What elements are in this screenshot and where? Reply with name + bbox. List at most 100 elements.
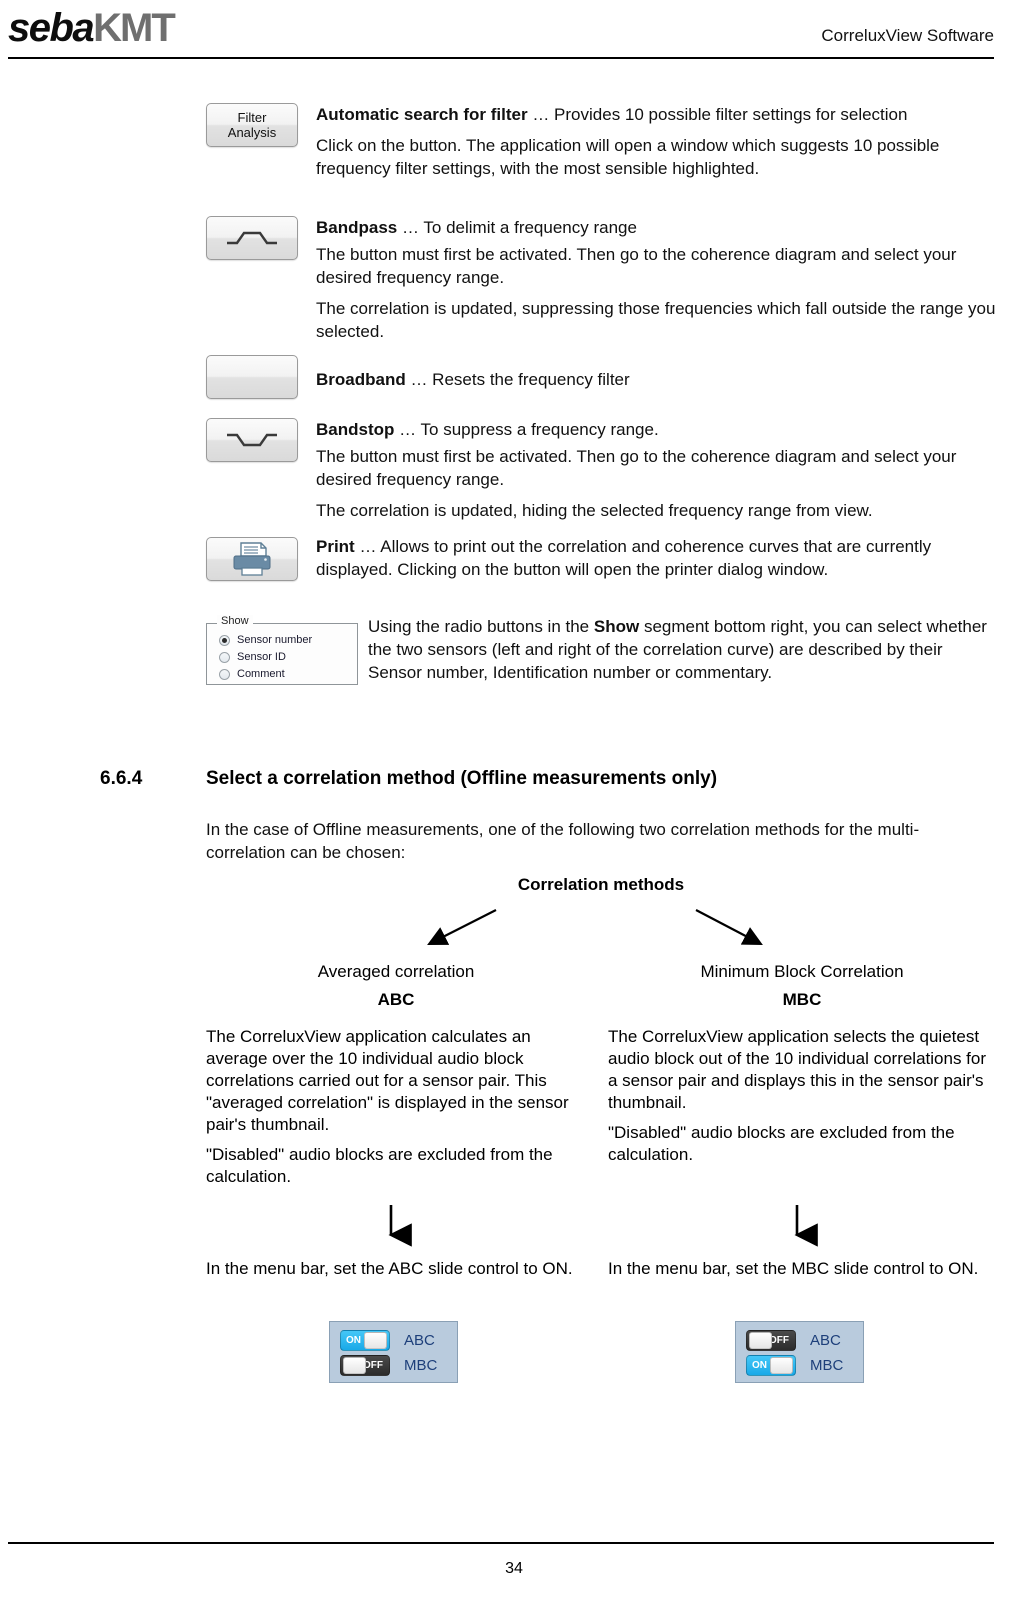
toggle-label-mbc-right: MBC: [810, 1357, 844, 1374]
header-title: CorreluxView Software: [821, 26, 994, 45]
right-column-text: The CorreluxView application selects the…: [608, 1026, 998, 1168]
branch-code-right: MBC: [782, 990, 822, 1009]
bandstop-icon: [225, 430, 279, 450]
toggle-label-abc-right: ABC: [810, 1332, 841, 1349]
bandpass-term-rest: … To delimit a frequency range: [397, 218, 637, 237]
right-instruction: In the menu bar, set the MBC slide contr…: [608, 1259, 979, 1278]
show-desc-before: Using the radio buttons in the: [368, 617, 594, 636]
toggle-state-mbc-left: OFF: [363, 1360, 383, 1371]
logo-text-kmt: KMT: [93, 6, 176, 50]
toggle-state-mbc-right: ON: [752, 1360, 767, 1371]
filter-analysis-label-line2: Analysis: [227, 125, 277, 140]
diagram-title: Correlation methods: [517, 875, 685, 894]
radio-label-sensor-id: Sensor ID: [237, 651, 286, 663]
right-paragraph-1: The CorreluxView application selects the…: [608, 1027, 987, 1112]
diagram-arrows: [427, 909, 763, 946]
toggle-knob-mbc-left: [343, 1357, 366, 1374]
filter-analysis-paragraph-1: Click on the button. The application wil…: [316, 136, 940, 178]
logo-text-seba: seba: [8, 6, 95, 50]
toggle-knob-abc-right: [749, 1332, 772, 1349]
radio-option-sensor-id[interactable]: Sensor ID: [219, 651, 286, 663]
radio-label-sensor-number: Sensor number: [237, 634, 313, 646]
arrow-left: [427, 909, 497, 945]
toggle-switch-abc-left[interactable]: ON: [340, 1330, 390, 1351]
show-panel-description-text: Using the radio buttons in the Show segm…: [368, 615, 996, 684]
bandstop-term-line: Bandstop … To suppress a frequency range…: [316, 418, 996, 441]
print-term-rest: … Allows to print out the correlation an…: [316, 537, 932, 579]
bandstop-term-rest: … To suppress a frequency range.: [394, 420, 659, 439]
filter-analysis-term-line: Automatic search for filter … Provides 1…: [316, 103, 996, 126]
bandpass-term: Bandpass: [316, 218, 398, 237]
broadband-term-rest: … Resets the frequency filter: [405, 370, 630, 389]
left-paragraph-1: The CorreluxView application calculates …: [206, 1027, 569, 1134]
radio-option-comment[interactable]: Comment: [219, 668, 285, 680]
broadband-term-line: Broadband … Resets the frequency filter: [316, 368, 996, 391]
bandstop-term: Bandstop: [316, 420, 395, 439]
toggle-row-abc-right[interactable]: OFF ABC: [746, 1328, 863, 1353]
radio-icon-comment[interactable]: [219, 668, 230, 680]
bandpass-description: Bandpass … To delimit a frequency range …: [316, 216, 996, 345]
filter-analysis-button-label: Filter Analysis: [228, 110, 276, 140]
radio-icon-sensor-number[interactable]: [219, 634, 230, 646]
branch-label-left: Averaged correlation: [317, 962, 475, 981]
bandstop-paragraph-1: The button must first be activated. Then…: [316, 447, 957, 489]
toggle-knob-mbc-right: [770, 1357, 793, 1374]
print-term-line: Print … Allows to print out the correlat…: [316, 535, 996, 581]
toggle-row-abc-left[interactable]: ON ABC: [340, 1328, 457, 1353]
show-group-box: Show Sensor number Sensor ID Comment: [206, 615, 358, 685]
bandstop-paragraph-2: The correlation is updated, hiding the s…: [316, 501, 873, 520]
header-divider: [8, 57, 994, 59]
toggle-knob-abc-left: [364, 1332, 387, 1349]
toggle-row-mbc-left[interactable]: OFF MBC: [340, 1353, 457, 1378]
show-group-legend: Show: [217, 615, 253, 627]
arrow-right: [695, 909, 763, 946]
print-icon: [229, 541, 275, 577]
left-paragraph-2: "Disabled" audio blocks are excluded fro…: [206, 1145, 553, 1186]
toggle-switch-abc-right[interactable]: OFF: [746, 1330, 796, 1351]
down-arrows: [388, 1205, 818, 1247]
bandstop-button[interactable]: [206, 418, 298, 462]
print-description: Print … Allows to print out the correlat…: [316, 535, 996, 583]
toggle-label-mbc-left: MBC: [404, 1357, 438, 1374]
toggle-label-abc-left: ABC: [404, 1332, 435, 1349]
branch-label-right: Minimum Block Correlation: [700, 962, 904, 981]
page-header: sebaKMT CorreluxView Software: [0, 0, 1028, 62]
page-number: 34: [505, 1560, 523, 1577]
print-term: Print: [316, 537, 355, 556]
section-number: 6.6.4: [100, 768, 143, 789]
show-desc-bold: Show: [593, 617, 640, 636]
filter-analysis-button[interactable]: Filter Analysis: [206, 103, 298, 147]
broadband-term: Broadband: [316, 370, 406, 389]
abc-mbc-toggle-panel-right[interactable]: OFF ABC ON MBC: [735, 1321, 864, 1383]
filter-analysis-label-line1: Filter: [237, 110, 267, 125]
radio-icon-sensor-id[interactable]: [219, 651, 230, 663]
section-intro: In the case of Offline measurements, one…: [206, 820, 920, 862]
radio-option-sensor-number[interactable]: Sensor number: [219, 634, 312, 646]
section-title: Select a correlation method (Offline mea…: [206, 768, 718, 789]
abc-mbc-toggle-panel-left[interactable]: ON ABC OFF MBC: [329, 1321, 458, 1383]
bandpass-paragraph-1: The button must first be activated. Then…: [316, 245, 957, 287]
radio-label-comment: Comment: [237, 668, 285, 680]
toggle-state-abc-left: ON: [346, 1335, 361, 1346]
show-panel-description: Using the radio buttons in the Show segm…: [368, 615, 996, 686]
bandpass-icon: [225, 228, 279, 248]
right-paragraph-2: "Disabled" audio blocks are excluded fro…: [608, 1123, 955, 1164]
show-desc-after: segment bottom right, you can select whe…: [368, 617, 987, 682]
toggle-state-abc-right: OFF: [769, 1335, 789, 1346]
footer-divider: [8, 1542, 994, 1544]
left-instruction: In the menu bar, set the ABC slide contr…: [206, 1259, 573, 1278]
company-logo: sebaKMT: [8, 6, 176, 50]
filter-analysis-description: Automatic search for filter … Provides 1…: [316, 103, 996, 182]
bandpass-button[interactable]: [206, 216, 298, 260]
filter-analysis-term: Automatic search for filter: [316, 105, 528, 124]
toggle-row-mbc-right[interactable]: ON MBC: [746, 1353, 863, 1378]
print-button[interactable]: [206, 537, 298, 581]
branch-code-left: ABC: [377, 990, 415, 1009]
toggle-switch-mbc-right[interactable]: ON: [746, 1355, 796, 1376]
broadband-description: Broadband … Resets the frequency filter: [316, 368, 996, 393]
broadband-button[interactable]: [206, 355, 298, 399]
filter-analysis-term-rest: … Provides 10 possible filter settings f…: [527, 105, 908, 124]
bandpass-term-line: Bandpass … To delimit a frequency range: [316, 216, 996, 239]
bandstop-description: Bandstop … To suppress a frequency range…: [316, 418, 996, 524]
toggle-switch-mbc-left[interactable]: OFF: [340, 1355, 390, 1376]
